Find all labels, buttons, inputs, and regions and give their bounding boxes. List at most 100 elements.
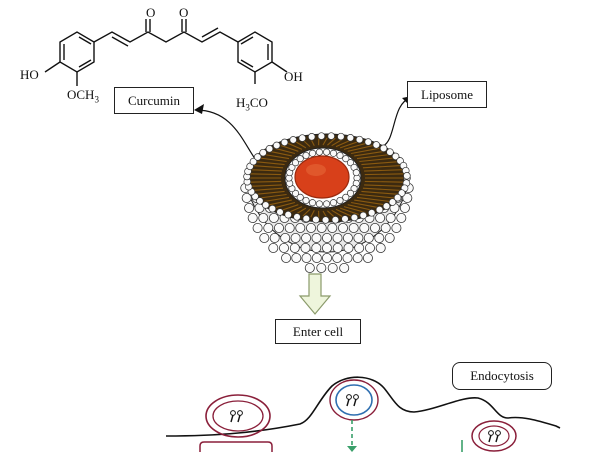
lipid-head — [274, 223, 283, 232]
lipid-head — [354, 233, 363, 242]
lipid-head — [381, 223, 390, 232]
lipid-head — [264, 223, 273, 232]
aqueous-core-curcumin — [295, 156, 349, 198]
enter-cell-label-box: Enter cell — [275, 319, 361, 344]
core-highlight — [306, 164, 326, 176]
lipid-head — [386, 213, 395, 222]
liposome — [241, 133, 414, 273]
lipid-head — [355, 243, 364, 252]
enter-cell-arrow — [300, 274, 330, 314]
lipid-head — [277, 209, 284, 216]
lipid-head — [281, 139, 288, 146]
vesicle-right — [462, 421, 516, 452]
lipid-head — [392, 223, 401, 232]
lipid-head — [266, 145, 273, 152]
lipid-head — [260, 149, 267, 156]
lipid-head — [333, 243, 342, 252]
lipid-head — [389, 199, 396, 206]
right-benzene-ring — [238, 32, 272, 72]
oh-label: OH — [284, 70, 303, 84]
lipid-head — [245, 203, 254, 212]
lipid-head — [344, 243, 353, 252]
lipid-head — [296, 223, 305, 232]
curcumin-label: Curcumin — [128, 93, 180, 109]
curcumin-structure — [45, 19, 287, 86]
lipid-head — [375, 233, 384, 242]
lipid-head — [318, 133, 325, 140]
cargo-head — [489, 431, 494, 436]
lipid-head — [262, 202, 269, 209]
lipid-head — [343, 194, 349, 200]
ho-label: HO — [20, 68, 39, 82]
lipid-head — [292, 253, 301, 262]
cargo-head — [238, 411, 243, 416]
arrowhead-curcumin — [194, 104, 204, 114]
lipid-head — [383, 203, 390, 210]
lipid-head — [370, 223, 379, 232]
lipid-head — [397, 213, 406, 222]
lipid-head — [351, 214, 358, 221]
lipid-head — [294, 214, 301, 221]
lipid-head — [322, 233, 331, 242]
vesicle-right-cargo — [489, 431, 501, 442]
heptadiene-chain — [94, 32, 238, 42]
lipid-head — [364, 233, 373, 242]
cargo-tail — [489, 435, 491, 442]
lipid-head — [260, 233, 269, 242]
liposome-label-box: Liposome — [407, 81, 487, 108]
lipid-head — [312, 233, 321, 242]
arrow-to-liposome — [383, 98, 410, 146]
lipid-head — [322, 217, 329, 224]
lipid-head — [353, 253, 362, 262]
lipid-head — [385, 233, 394, 242]
lipid-head — [356, 136, 363, 143]
lipid-head — [328, 263, 337, 272]
lipid-head — [269, 213, 278, 222]
vesicle-center-cargo — [347, 395, 359, 406]
cargo-tail — [347, 399, 349, 406]
lipid-head — [400, 203, 409, 212]
lipid-head — [303, 197, 309, 203]
lipid-head — [253, 223, 262, 232]
lipid-head — [338, 133, 345, 140]
lipid-head — [317, 223, 326, 232]
lipid-head — [299, 135, 306, 142]
lipid-head — [301, 243, 310, 252]
lipid-head — [269, 205, 276, 212]
cargo-head — [231, 411, 236, 416]
lipid-head — [312, 253, 321, 262]
lipid-head — [328, 133, 335, 140]
lipid-head — [347, 134, 354, 141]
cargo-tail — [354, 399, 356, 406]
vesicle-left — [206, 395, 270, 437]
lipid-head — [360, 212, 367, 219]
lipid-head — [365, 139, 372, 146]
lipid-head — [282, 253, 291, 262]
cargo-tail — [496, 435, 498, 442]
ho-bond — [45, 62, 60, 72]
lipid-head — [349, 223, 358, 232]
lipid-head — [270, 233, 279, 242]
liposome-label: Liposome — [421, 87, 473, 103]
lipid-head — [323, 149, 329, 155]
lipid-head — [353, 169, 359, 175]
lipid-head — [343, 253, 352, 262]
h3co-label: H3CO — [236, 96, 268, 115]
lipid-head — [285, 223, 294, 232]
cargo-head — [354, 395, 359, 400]
lipid-head — [340, 263, 349, 272]
lipid-head — [330, 200, 336, 206]
lipid-head — [273, 142, 280, 149]
lipid-head — [291, 233, 300, 242]
lipid-head — [303, 152, 309, 158]
cargo-tail — [238, 415, 240, 422]
cargo-head — [496, 431, 501, 436]
lipid-head — [309, 150, 315, 156]
lipid-head — [363, 253, 372, 262]
lipid-head — [317, 263, 326, 272]
vesicle-center — [330, 380, 378, 452]
lipid-head — [309, 200, 315, 206]
lipid-head — [328, 223, 337, 232]
lipid-head — [279, 243, 288, 252]
